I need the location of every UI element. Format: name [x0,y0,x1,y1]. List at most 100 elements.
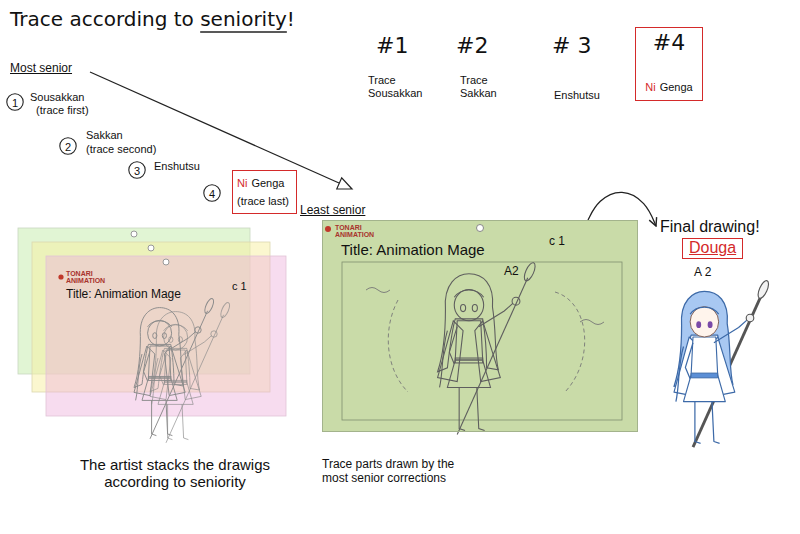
text-slot: TONARI ANIMATION [66,270,105,285]
final-drawing-label: Final drawing! Douga [656,216,764,262]
text-slot: Enshutsu [554,89,600,102]
animation-sheet-paper [477,225,484,232]
role-name: Genga [251,177,284,190]
text-row: 2 [59,137,77,155]
text-slot: #1 [376,33,408,58]
stacked-sheets [131,231,137,237]
cut-number: c 1 [549,235,565,249]
order-number: # 3 [552,33,591,58]
text-row: Ni Genga [237,173,291,191]
text-slot: c 1 [549,235,565,249]
final-drawing [690,307,719,337]
text-slot: (trace first) [36,104,89,117]
order-step: Trace Sakkan [460,74,497,99]
text-slot: (trace second) [86,143,156,156]
text-slot: Title: Animation Mage [66,288,181,302]
text-row: Ni Genga [645,77,692,95]
step-number-circle: 4 [203,184,221,202]
circle-outline [7,94,23,110]
text-row: Final drawing! [660,218,762,236]
stack-sketch [150,301,231,442]
sheet-title: Title: Animation Mage [341,241,485,258]
seniority-arrow [337,178,352,189]
order-number: #1 [376,33,408,58]
step-number-circle: 1 [6,93,24,111]
text-slot: A 2 [694,266,711,280]
sheet-sketch [438,261,538,434]
studio-logo: TONARI ANIMATION [335,224,374,239]
role-name: Genga [660,81,693,94]
text-row: (trace last) [237,191,291,209]
stack-sketch [134,297,231,442]
step-number-circle: 2 [59,137,77,155]
role-name: Sakkan [86,129,123,142]
correction-marks [580,320,604,325]
text-slot: A2 [504,265,519,279]
role-name: Enshutsu [154,160,200,173]
animation-sheet: TONARI ANIMATION Title: Animation Mage c 1… [322,220,638,432]
final-drawing [746,279,770,322]
role-note: (trace first) [36,104,89,117]
final-drawing [691,373,718,378]
circle-outline [60,138,76,154]
text-slot: TONARI ANIMATION [335,224,374,239]
seniority-end-label: Most senior [10,62,72,76]
circle-outline [204,185,220,201]
step-number: 3 [134,165,140,178]
correction-marks [388,300,408,392]
text-slot: Trace Sousakkan [368,74,422,99]
text-slot: Trace parts drawn by the most senior cor… [322,458,472,486]
stacked-sheets [58,274,63,279]
figure-caption: Trace parts drawn by the most senior cor… [322,458,472,486]
page-title: Trace according to seniority! [10,8,295,31]
drawing-number: A 2 [694,266,711,280]
sheet-title: Title: Animation Mage [66,288,181,302]
final-heading: Final drawing! [660,218,760,236]
text-row: 1 [6,93,24,111]
highlight-box: Ni Genga (trace last) [232,170,297,214]
stacked-sheets [163,259,169,265]
text-slot: Least senior [300,204,365,218]
seniority-end-label: Least senior [300,204,365,218]
text-slot: Enshutsu [154,160,200,173]
text-slot: #2 [456,33,488,58]
order-step: Trace Sousakkan [368,74,422,99]
stacked-sheets [148,245,154,251]
step-number-circle: 3 [128,161,146,179]
step-number: 4 [209,188,215,201]
text-row: #4 [653,30,685,55]
order-number: #2 [456,33,488,58]
title-underline [200,31,287,32]
role-prefix: Ni [237,177,247,190]
role-name: Sousakkan [30,91,84,104]
douga-tag: Douga [682,238,743,258]
order-step: Enshutsu [554,89,600,102]
text-row: Douga [660,236,762,258]
seniority-arrow [90,72,352,189]
correction-marks [555,292,585,392]
role-note: (trace second) [86,143,156,156]
text-row: 4 [203,184,221,202]
final-drawing [674,279,771,447]
text-slot: Most senior [10,62,72,76]
sheet-sketch [438,261,538,434]
highlight-box: #4Ni Genga [635,27,703,101]
step-number: 1 [12,97,18,110]
animation-sheet-paper [325,226,331,232]
final-drawing [696,321,712,328]
text-slot: c 1 [232,280,247,293]
studio-logo: TONARI ANIMATION [66,270,105,285]
figure-caption: The artist stacks the drawigs according … [50,456,300,491]
role-prefix: Ni [645,81,655,94]
text-slot: Trace according to seniority! [10,8,295,31]
role-note: (trace last) [237,195,289,208]
text-slot: Sakkan [86,129,123,142]
correction-marks [366,288,604,393]
final-drawing [676,307,747,443]
text-slot: The artist stacks the drawigs according … [50,456,300,491]
text-slot: Sousakkan [30,91,84,104]
